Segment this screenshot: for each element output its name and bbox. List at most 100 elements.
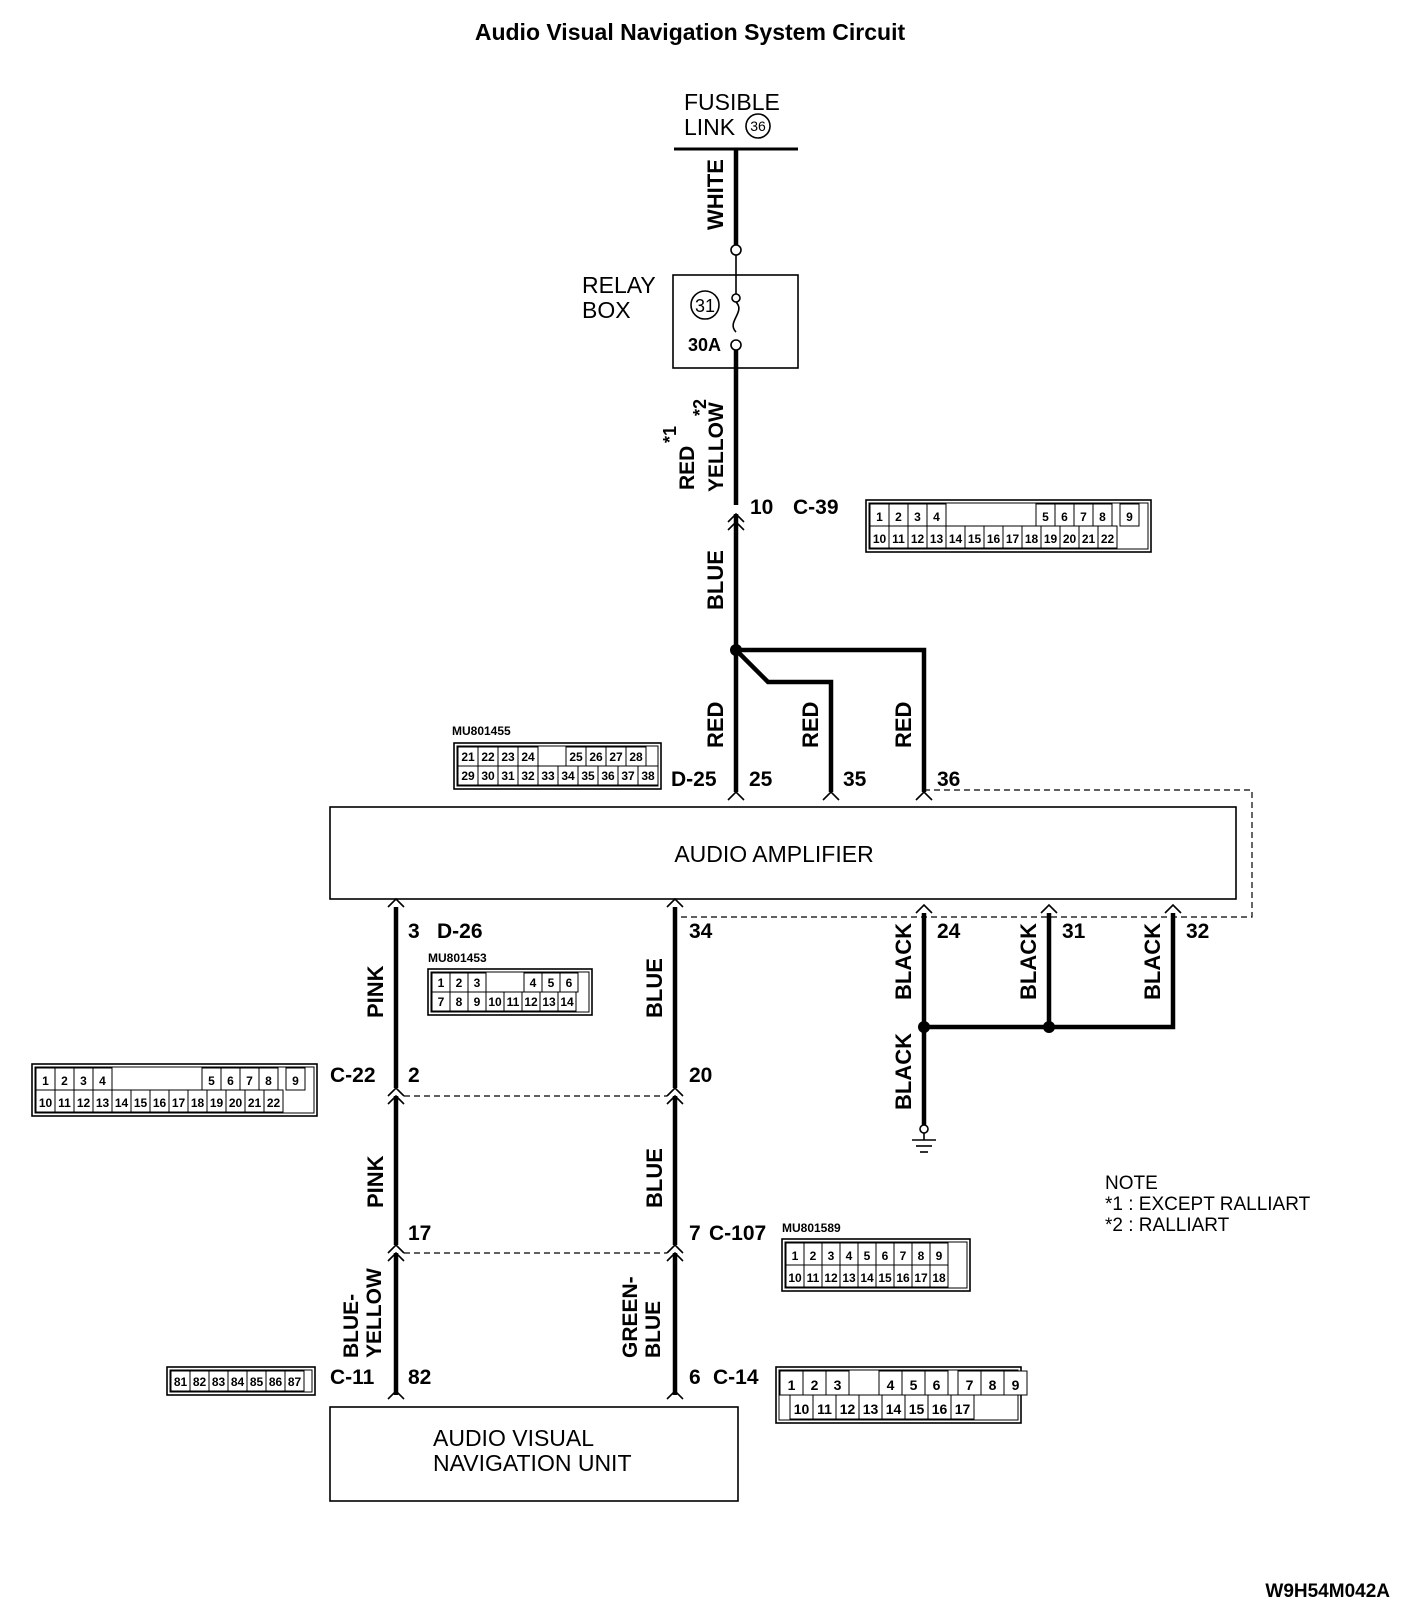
conn-c22-pin-label: 5 <box>208 1074 215 1088</box>
avn-unit-box <box>329 1406 739 1502</box>
relay-rating: 30A <box>688 335 721 355</box>
c107-part-number: MU801589 <box>782 1221 841 1235</box>
conn-c107-pin-label: 14 <box>860 1271 874 1285</box>
conn-c22-pin-label: 22 <box>267 1096 281 1110</box>
conn-c14-pin-label: 8 <box>989 1377 997 1393</box>
conn-c22-pin-label: 17 <box>172 1096 186 1110</box>
conn-d25-pin-label: 38 <box>641 769 655 783</box>
wire-label-green-blue-2: BLUE <box>642 1301 665 1358</box>
pin-31: 31 <box>1062 920 1086 943</box>
conn-d26-pin-label: 10 <box>488 995 502 1009</box>
pin-3: 3 <box>408 920 420 943</box>
conn-c107-pin-label: 15 <box>878 1271 892 1285</box>
d25-part-number: MU801455 <box>452 724 511 738</box>
conn-c107-pin-label: 7 <box>900 1249 907 1263</box>
conn-c39-pin-label: 10 <box>873 532 887 546</box>
conn-c14-pin-label: 12 <box>840 1401 856 1417</box>
diagram-title: Audio Visual Navigation System Circuit <box>475 19 906 45</box>
conn-c107-pin-label: 10 <box>788 1271 802 1285</box>
conn-c14-pin-label: 9 <box>1012 1377 1020 1393</box>
conn-d25-pin-label: 34 <box>561 769 575 783</box>
conn-c39-pin-label: 20 <box>1063 532 1077 546</box>
conn-c39-pin-label: 9 <box>1126 510 1133 524</box>
conn-d25-pin-cell <box>637 765 659 786</box>
conn-d25-pin-label: 36 <box>601 769 615 783</box>
wire-star1: *1 <box>660 426 680 443</box>
conn-c22-pin-label: 3 <box>80 1074 87 1088</box>
fuse-terminal-bottom <box>730 339 742 351</box>
conn-d26-pin-label: 7 <box>438 995 445 1009</box>
conn-c107-pin-label: 5 <box>864 1249 871 1263</box>
conn-c39-pin-label: 7 <box>1080 510 1087 524</box>
conn-c14-pin-label: 3 <box>834 1377 842 1393</box>
wire-label-blue-yellow-2: YELLOW <box>363 1268 386 1358</box>
conn-c22-pin-label: 7 <box>246 1074 253 1088</box>
pin-32: 32 <box>1186 920 1209 943</box>
relay-number-circle <box>690 290 720 320</box>
conn-d25-pin-label: 24 <box>521 750 535 764</box>
conn-c107-pin-label: 1 <box>792 1249 799 1263</box>
conn-c11-pin-label: 87 <box>288 1375 302 1389</box>
conn-c39-pin-label: 4 <box>933 510 940 524</box>
pin-2: 2 <box>408 1064 420 1087</box>
pin-17: 17 <box>408 1222 431 1245</box>
conn-c39-pin-label: 8 <box>1099 510 1106 524</box>
conn-c14-pin-label: 15 <box>909 1401 925 1417</box>
d26-part-number: MU801453 <box>428 951 487 965</box>
conn-c39-pin-label: 5 <box>1042 510 1049 524</box>
wire-black-32 <box>924 913 1176 1030</box>
conn-d26-pin-label: 3 <box>474 976 481 990</box>
note-2: *2 : RALLIART <box>1105 1215 1230 1236</box>
conn-c22-pin-label: 15 <box>134 1096 148 1110</box>
conn-c39-pin-cell <box>1119 503 1140 527</box>
conn-c107-pin-label: 11 <box>807 1271 820 1285</box>
c39-pin: 10 <box>750 496 773 519</box>
conn-c11-pin-label: 86 <box>269 1375 283 1389</box>
splice-black-2 <box>1043 1021 1055 1033</box>
conn-c22-pin-label: 9 <box>292 1074 299 1088</box>
conn-d25-pin-label: 32 <box>521 769 535 783</box>
wire-label-pink-lower: PINK <box>363 1155 388 1208</box>
fuse-element <box>732 301 740 333</box>
conn-c107-pin-label: 3 <box>828 1249 835 1263</box>
avn-unit-label-1: AUDIO VISUAL <box>433 1425 594 1451</box>
wire-red-35 <box>734 648 834 792</box>
c22-label: C-22 <box>330 1064 376 1087</box>
pin-24: 24 <box>937 920 961 943</box>
relay-box-label-1: RELAY <box>582 272 656 298</box>
conn-c39-pin-label: 18 <box>1025 532 1039 546</box>
wire-label-pink-upper: PINK <box>363 965 388 1018</box>
c11-label: C-11 <box>330 1366 375 1389</box>
conn-c14-pin-label: 7 <box>966 1377 974 1393</box>
conn-c39-pin-label: 17 <box>1006 532 1020 546</box>
conn-c22-pin-label: 14 <box>115 1096 129 1110</box>
conn-c14-pin-cell <box>950 1394 975 1420</box>
conn-c22-pin-label: 20 <box>229 1096 243 1110</box>
pin-82: 82 <box>408 1366 431 1389</box>
conn-c14-pin-cell <box>1003 1370 1028 1396</box>
conn-d26-pin-label: 4 <box>530 976 537 990</box>
wire-label-black-24: BLACK <box>891 923 916 1000</box>
conn-c11-pin-label: 81 <box>174 1375 188 1389</box>
conn-c14-pin-label: 13 <box>863 1401 879 1417</box>
conn-c14-pin-label: 17 <box>955 1401 971 1417</box>
conn-c39-pin-label: 16 <box>987 532 1001 546</box>
conn-c22-pin-label: 4 <box>99 1074 106 1088</box>
conn-c107-pin-label: 12 <box>824 1271 838 1285</box>
wire-label-red-36: RED <box>891 702 916 748</box>
conn-c22-pin-label: 13 <box>96 1096 110 1110</box>
conn-c14-pin-label: 5 <box>910 1377 918 1393</box>
wire-label-green-blue-1: GREEN- <box>619 1276 642 1358</box>
wire-label-black-32: BLACK <box>1140 923 1165 1000</box>
conn-d25-pin-label: 30 <box>481 769 495 783</box>
ground-icon <box>912 1124 936 1153</box>
conn-c39-pin-label: 19 <box>1044 532 1058 546</box>
conn-d26-pin-label: 9 <box>474 995 481 1009</box>
conn-d25-pin-label: 23 <box>501 750 515 764</box>
pin-36: 36 <box>937 768 960 791</box>
conn-c39-pin-label: 21 <box>1082 532 1096 546</box>
conn-c39-pin-label: 12 <box>911 532 925 546</box>
